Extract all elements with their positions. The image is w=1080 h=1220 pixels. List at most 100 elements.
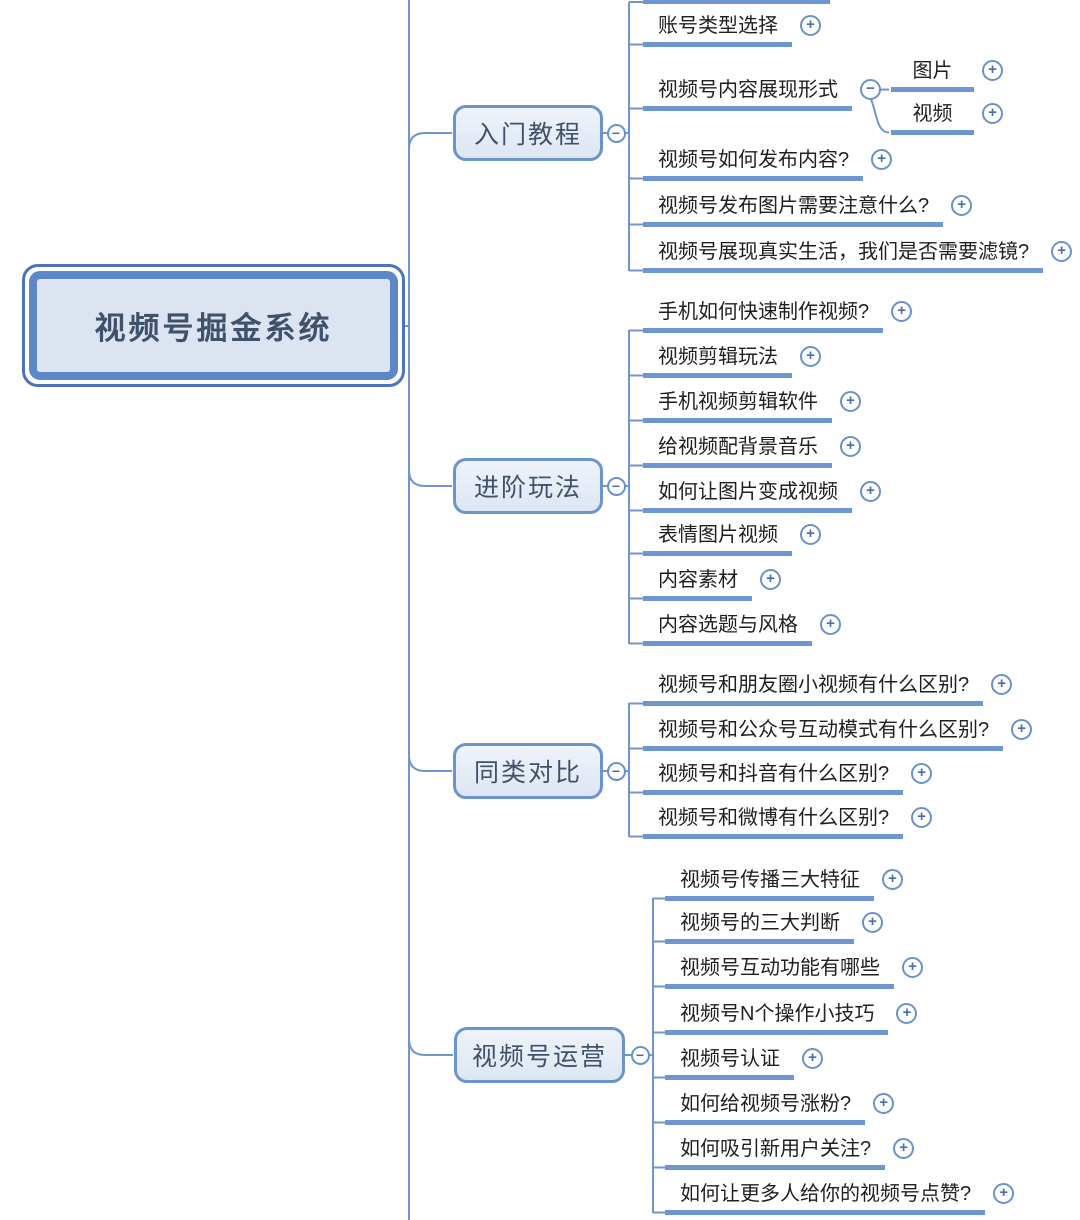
child-topic: 手机视频剪辑软件 + (643, 388, 861, 423)
expand-button[interactable]: + (993, 1183, 1015, 1204)
expand-button[interactable]: + (902, 957, 923, 978)
central-topic-label: 视频号掘金系统 (29, 271, 398, 380)
expand-button[interactable]: + (911, 763, 933, 784)
child-topic: 视频号互动功能有哪些 + (665, 954, 923, 989)
child-topic-label[interactable]: 如何让图片变成视频 (643, 478, 852, 513)
branch-elbows (408, 132, 453, 1056)
expand-button[interactable]: + (820, 614, 841, 635)
child-topic: 视频号传播三大特征 + (665, 866, 903, 901)
child-topic: 视频号发布图片需要注意什么? + (643, 192, 973, 227)
child-topic: 视频号如何发布内容? + (643, 146, 893, 181)
expand-button[interactable]: + (951, 195, 973, 216)
child-topic: 视频号内容展现形式 − (643, 76, 881, 111)
child-topic: 如何让图片变成视频 + (643, 478, 881, 513)
branch-label: 视频号运营 (471, 1043, 607, 1071)
expand-button[interactable]: + (800, 524, 821, 545)
child-topic: 表情图片视频 + (643, 521, 821, 556)
expand-button[interactable]: + (800, 15, 821, 36)
branch-node-peer-comparison[interactable]: 同类对比 (453, 743, 603, 799)
expand-button[interactable]: + (891, 301, 913, 322)
subtopic-label[interactable]: 图片 (891, 57, 974, 92)
child-spines (628, 2, 654, 1213)
branch-node-advanced-play[interactable]: 进阶玩法 (453, 458, 603, 514)
child-topic-label[interactable]: 视频号内容展现形式 (643, 76, 852, 111)
child-topic: 账号类型选择 + (643, 12, 821, 47)
child-topic: 视频号和公众号互动模式有什么区别? + (643, 716, 1033, 751)
child-topic-label[interactable]: 内容选题与风格 (643, 611, 812, 646)
child-topic: 手机如何快速制作视频? + (643, 298, 913, 333)
child-topic-label[interactable]: 视频剪辑玩法 (643, 343, 792, 378)
child-stubs-branch1 (629, 1, 653, 272)
expand-button[interactable]: + (911, 807, 933, 828)
subtopic: 图片 + (891, 57, 1003, 92)
expand-button[interactable]: + (800, 346, 821, 367)
child-topic-label[interactable]: 账号类型选择 (643, 12, 792, 47)
expand-button[interactable]: + (896, 1003, 918, 1024)
expand-button[interactable]: + (860, 481, 881, 502)
child-topic: 如何吸引新用户关注? + (665, 1135, 915, 1170)
child-topic-label[interactable]: 视频号和朋友圈小视频有什么区别? (643, 671, 984, 706)
child-topic-label[interactable]: 如何让更多人给你的视频号点赞? (665, 1180, 986, 1215)
expand-button[interactable]: + (991, 674, 1013, 695)
subtopic-label[interactable]: 视频 (891, 100, 974, 135)
expand-button[interactable]: + (871, 149, 893, 170)
expand-button[interactable]: + (982, 103, 1003, 124)
child-topic: 视频号N个操作小技巧 + (665, 1000, 918, 1035)
branch-node-channel-operation[interactable]: 视频号运营 (454, 1027, 625, 1083)
child-topic-label[interactable]: 如何给视频号涨粉? (665, 1090, 866, 1125)
branch-label: 进阶玩法 (473, 474, 582, 502)
child-topic-label[interactable]: 视频号和公众号互动模式有什么区别? (643, 716, 1004, 751)
child-topic-label[interactable]: 手机视频剪辑软件 (643, 388, 832, 423)
child-topic-label[interactable]: 视频号展现真实生活，我们是否需要滤镜? (643, 238, 1044, 273)
child-topic-label[interactable]: 表情图片视频 (643, 521, 792, 556)
branch-label: 入门教程 (473, 121, 582, 149)
child-topic: 视频号和微博有什么区别? + (643, 804, 933, 839)
child-topic-label[interactable]: 视频号互动功能有哪些 (665, 954, 894, 989)
central-topic[interactable]: 视频号掘金系统 (22, 264, 405, 387)
expand-button[interactable]: + (760, 569, 781, 590)
child-topic-label[interactable]: 视频号发布图片需要注意什么? (643, 192, 944, 227)
expand-button[interactable]: + (840, 436, 861, 457)
expand-button[interactable]: + (982, 60, 1003, 81)
collapse-button[interactable]: − (860, 79, 881, 100)
child-topic-label[interactable]: 视频号N个操作小技巧 (665, 1000, 889, 1035)
child-topic-label[interactable]: 给视频配背景音乐 (643, 433, 832, 468)
subtopic: 视频 + (891, 100, 1003, 135)
collapse-button[interactable]: − (606, 761, 626, 781)
expand-button[interactable]: + (1051, 241, 1073, 262)
child-topic-label[interactable]: 视频号的三大判断 (665, 909, 854, 944)
clipped-topic-underline (643, 0, 830, 4)
expand-button[interactable]: + (893, 1138, 915, 1159)
expand-button[interactable]: + (882, 869, 903, 890)
child-topic: 视频号展现真实生活，我们是否需要滤镜? + (643, 238, 1073, 273)
collapse-button[interactable]: − (606, 476, 626, 496)
child-stubs-branch3 (629, 702, 653, 838)
child-topic-label[interactable]: 视频号如何发布内容? (643, 146, 864, 181)
child-topic: 视频剪辑玩法 + (643, 343, 821, 378)
child-topic-label[interactable]: 视频号和抖音有什么区别? (643, 760, 904, 795)
expand-button[interactable]: + (840, 391, 861, 412)
child-topic: 如何给视频号涨粉? + (665, 1090, 895, 1125)
child-topic: 内容素材 + (643, 566, 781, 601)
child-topic-label[interactable]: 内容素材 (643, 566, 752, 601)
child-topic: 视频号认证 + (665, 1045, 823, 1080)
child-topic-label[interactable]: 视频号传播三大特征 (665, 866, 874, 901)
branch-label: 同类对比 (473, 759, 582, 787)
child-topic-label[interactable]: 如何吸引新用户关注? (665, 1135, 886, 1170)
child-topic-label[interactable]: 视频号和微博有什么区别? (643, 804, 904, 839)
collapse-button[interactable]: − (606, 123, 626, 143)
child-topic: 视频号和抖音有什么区别? + (643, 760, 933, 795)
child-topic: 如何让更多人给你的视频号点赞? + (665, 1180, 1015, 1215)
collapse-button[interactable]: − (630, 1045, 650, 1065)
expand-button[interactable]: + (1011, 719, 1033, 740)
child-topic: 给视频配背景音乐 + (643, 433, 861, 468)
expand-button[interactable]: + (873, 1093, 895, 1114)
child-stubs-branch2 (629, 329, 653, 645)
branch-node-beginner-tutorial[interactable]: 入门教程 (453, 105, 603, 161)
child-topic: 视频号的三大判断 + (665, 909, 883, 944)
expand-button[interactable]: + (862, 912, 883, 933)
expand-button[interactable]: + (802, 1048, 823, 1069)
child-topic-label[interactable]: 手机如何快速制作视频? (643, 298, 884, 333)
child-topic-label[interactable]: 视频号认证 (665, 1045, 794, 1080)
